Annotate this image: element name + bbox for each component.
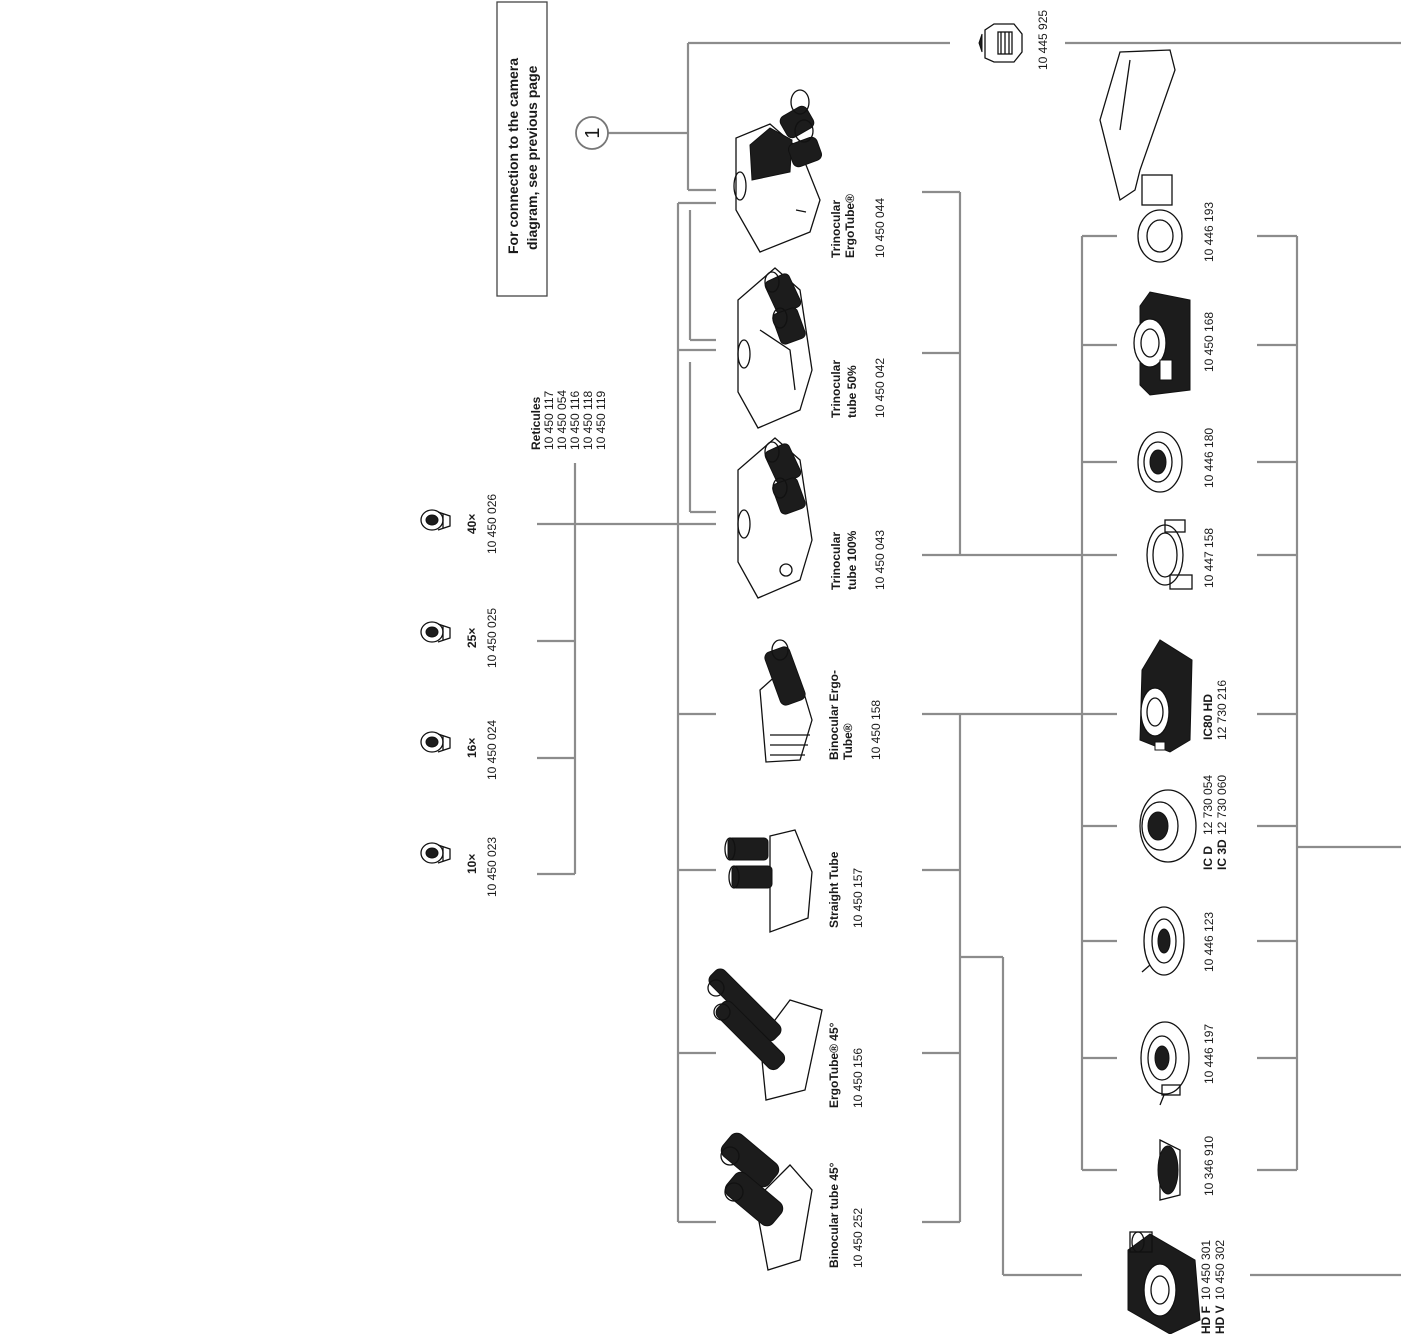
adapter-10450168-illustration	[1133, 291, 1191, 396]
adapter-code: 10 346 910	[1202, 1136, 1216, 1196]
tube-code: 10 450 157	[851, 868, 865, 928]
eyepiece-illustration	[420, 509, 451, 531]
adapter-ic80hd: IC80 HD 12 730 216	[1201, 680, 1229, 740]
adapter-name: HD V	[1213, 1305, 1227, 1334]
reticules-list: Reticules 10 450 117 10 450 054 10 450 1…	[529, 390, 608, 450]
top-adapter-code: 10 445 925	[1036, 10, 1050, 70]
tube-label: tube 50%	[845, 365, 859, 418]
adapter-10346910-illustration	[1157, 1138, 1181, 1201]
note-line-2: diagram, see previous page	[524, 65, 540, 250]
adapter-hd-illustration	[1127, 1231, 1201, 1334]
tube-code: 10 450 252	[851, 1208, 865, 1268]
adapter-ic80hd-illustration	[1139, 639, 1193, 753]
trinocular-tube-100-illustration	[737, 437, 813, 599]
adapter-code: 10 450 168	[1202, 312, 1216, 372]
top-adapter-illustration	[978, 23, 1023, 63]
tube-label: Binocular tube 45°	[827, 1162, 841, 1268]
eyepiece-mag: 40×	[465, 514, 479, 534]
eyepiece-mag: 25×	[465, 628, 479, 648]
callout-marker: 1	[575, 116, 609, 150]
binocular-ergotube-illustration	[759, 639, 813, 763]
adapter-code: 10 446 180	[1202, 428, 1216, 488]
eyepiece-illustration	[420, 731, 451, 753]
trinocular-ergotube-illustration	[733, 89, 823, 253]
adapter-code: 10 446 197	[1202, 1024, 1216, 1084]
adapter-code: 10 450 301	[1199, 1240, 1213, 1300]
adapter-icd-illustration	[1139, 789, 1197, 863]
adapter-code: 10 446 123	[1202, 912, 1216, 972]
tube-code: 10 450 042	[873, 358, 887, 418]
eyepiece-illustration	[420, 842, 451, 864]
eyepiece-40x: 40× 10 450 026	[420, 494, 499, 554]
tube-code: 10 450 158	[869, 700, 883, 760]
binocular-tube-45-illustration	[720, 1132, 813, 1271]
tube-label: Trinocular	[829, 532, 843, 590]
adapter-name: IC80 HD	[1201, 694, 1215, 740]
connector-lines	[537, 41, 1401, 1277]
adapter-code: 12 730 060	[1215, 775, 1229, 835]
tube-ergotube-45: ErgoTube® 45° 10 450 156	[827, 1022, 865, 1108]
adapter-10446193-illustration	[1099, 49, 1183, 263]
tube-label: ErgoTube®	[843, 194, 857, 258]
trinocular-tube-50-illustration	[737, 267, 813, 429]
adapter-code: 10 450 302	[1213, 1240, 1227, 1300]
adapter-code: 12 730 054	[1201, 775, 1215, 835]
tube-trinocular-100: Trinocular tube 100% 10 450 043	[829, 530, 887, 590]
eyepiece-code: 10 450 026	[485, 494, 499, 554]
reticule-code: 10 450 054	[555, 390, 569, 450]
eyepiece-10x: 10× 10 450 023	[420, 837, 499, 897]
adapter-10446197-illustration	[1140, 1021, 1190, 1106]
tube-label: ErgoTube® 45°	[827, 1022, 841, 1108]
adapter-name: HD F	[1199, 1306, 1213, 1334]
eyepiece-25x: 25× 10 450 025	[420, 608, 499, 668]
callout-number: 1	[582, 127, 604, 138]
adapter-hd: HD F 10 450 301 HD V 10 450 302	[1199, 1240, 1227, 1334]
adapter-code: 10 446 193	[1202, 202, 1216, 262]
reticule-code: 10 450 119	[594, 391, 608, 450]
adapter-name: IC 3D	[1215, 839, 1229, 870]
adapter-10446123-illustration	[1141, 906, 1185, 976]
tube-trinocular-50: Trinocular tube 50% 10 450 042	[829, 358, 887, 418]
adapter-code: 12 730 216	[1215, 680, 1229, 740]
tube-straight: Straight Tube 10 450 157	[827, 851, 865, 928]
tube-binocular-45: Binocular tube 45° 10 450 252	[827, 1162, 865, 1268]
tube-label: Binocular Ergo-	[827, 670, 841, 760]
tube-code: 10 450 044	[873, 198, 887, 258]
ergotube-45-illustration	[707, 968, 823, 1101]
eyepiece-16x: 16× 10 450 024	[420, 720, 499, 780]
eyepiece-mag: 16×	[465, 738, 479, 758]
reticules-title: Reticules	[529, 396, 543, 450]
adapter-code: 10 447 158	[1202, 528, 1216, 588]
tube-trinocular-ergotube: Trinocular ErgoTube® 10 450 044	[829, 194, 887, 258]
reticule-code: 10 450 116	[568, 391, 582, 450]
tube-code: 10 450 156	[851, 1048, 865, 1108]
eyepiece-illustration	[420, 621, 451, 643]
adapter-icd-ic3d: IC D 12 730 054 IC 3D 12 730 060	[1201, 775, 1229, 870]
tube-label: Straight Tube	[827, 851, 841, 928]
eyepiece-code: 10 450 024	[485, 720, 499, 780]
adapter-name: IC D	[1201, 846, 1215, 870]
adapter-10446180-illustration	[1137, 431, 1183, 493]
connection-note: For connection to the camera diagram, se…	[496, 1, 548, 297]
eyepiece-code: 10 450 023	[485, 837, 499, 897]
reticule-code: 10 450 118	[581, 391, 595, 450]
reticule-code: 10 450 117	[542, 391, 556, 450]
adapter-10447158-illustration	[1146, 519, 1193, 590]
tube-label: tube 100%	[845, 530, 859, 590]
tube-label: Trinocular	[829, 200, 843, 258]
eyepiece-code: 10 450 025	[485, 608, 499, 668]
straight-tube-illustration	[724, 829, 813, 933]
tube-label: Tube®	[841, 723, 855, 760]
note-line-1: For connection to the camera	[505, 58, 521, 254]
tube-code: 10 450 043	[873, 530, 887, 590]
eyepiece-mag: 10×	[465, 854, 479, 874]
tube-binocular-ergotube: Binocular Ergo- Tube® 10 450 158	[827, 670, 883, 760]
tube-label: Trinocular	[829, 360, 843, 418]
